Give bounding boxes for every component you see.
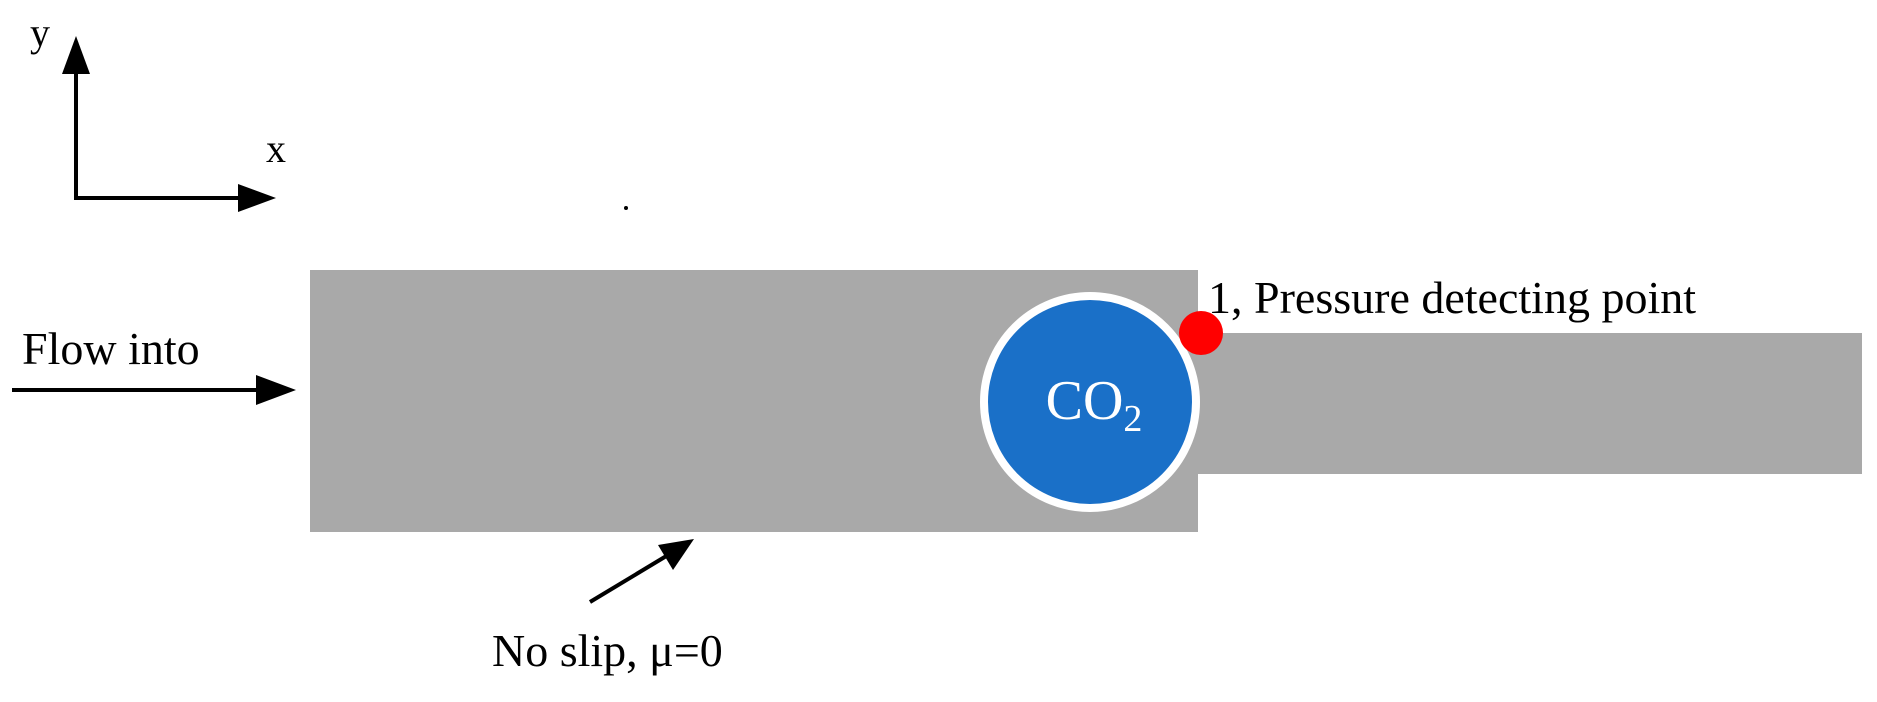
no-slip-label: No slip, μ=0 xyxy=(492,625,723,676)
y-axis-label: y xyxy=(30,10,50,55)
flow-into-arrowhead xyxy=(256,375,296,405)
stray-dot xyxy=(624,206,628,210)
no-slip-arrow-line xyxy=(588,553,670,604)
co2-bubble-label: CO2 xyxy=(1046,370,1143,440)
co2-subscript: 2 xyxy=(1123,398,1142,440)
x-axis-label: x xyxy=(266,126,286,171)
pressure-detecting-point xyxy=(1179,311,1223,355)
co2-bubble-circle xyxy=(980,292,1200,512)
flow-into-label: Flow into xyxy=(22,323,200,374)
narrow-channel-section xyxy=(1196,333,1862,474)
co2-bubble: CO2 xyxy=(980,292,1200,512)
pressure-point-label: 1, Pressure detecting point xyxy=(1208,272,1696,323)
y-axis-arrowhead xyxy=(62,36,90,74)
coordinate-axes: y x xyxy=(30,10,286,212)
x-axis-arrowhead xyxy=(238,184,276,212)
co2-main: CO xyxy=(1046,370,1124,432)
no-slip-arrowhead xyxy=(658,539,694,570)
